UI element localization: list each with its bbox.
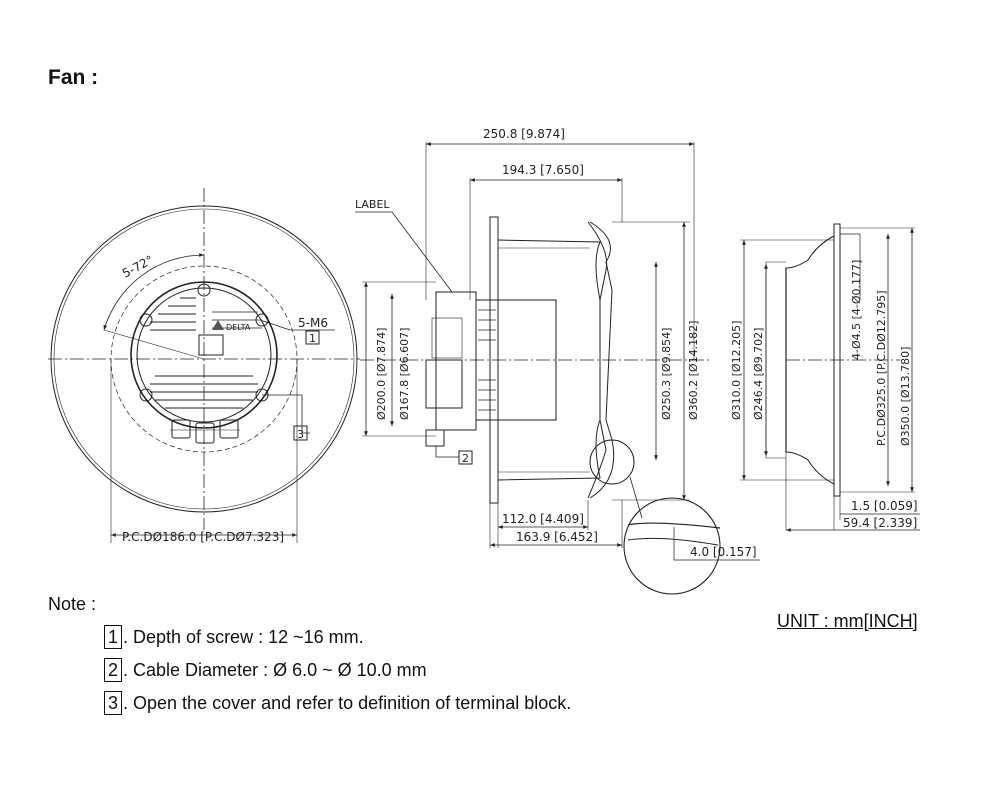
notes-label: Note :	[48, 594, 97, 614]
dim-4: 4.0 [0.157]	[690, 545, 757, 559]
callout-2: 2	[462, 452, 469, 465]
ring-view	[740, 223, 920, 532]
dim-pcd-325: P.C.DØ325.0 [P.C.DØ12.795]	[875, 290, 888, 446]
dim-59-4: 59.4 [2.339]	[843, 516, 917, 530]
note-text: . Cable Diameter : Ø 6.0 ~ Ø 10.0 mm	[123, 660, 427, 680]
note-item: 3. Open the cover and refer to definitio…	[104, 691, 571, 715]
dim-dia-200: Ø200.0 [Ø7.874]	[375, 328, 388, 420]
dim-112: 112.0 [4.409]	[502, 512, 584, 526]
front-view	[48, 188, 360, 543]
note-number: 3	[104, 691, 123, 715]
note-text: . Depth of screw : 12 ~16 mm.	[123, 627, 364, 647]
note-item: 2. Cable Diameter : Ø 6.0 ~ Ø 10.0 mm	[104, 658, 427, 682]
note-number: 1	[104, 625, 123, 649]
side-view	[355, 142, 760, 595]
callout-3: 3	[297, 428, 304, 441]
dim-dia-310: Ø310.0 [Ø12.205]	[730, 321, 743, 420]
unit-label: UNIT : mm[INCH]	[777, 611, 918, 631]
dim-dia-167: Ø167.8 [Ø6.607]	[398, 328, 411, 420]
pcd-label: P.C.DØ186.0 [P.C.DØ7.323]	[122, 530, 284, 544]
note-text: . Open the cover and refer to definition…	[123, 693, 572, 713]
dim-1-5: 1.5 [0.059]	[851, 499, 918, 513]
note-item: 1. Depth of screw : 12 ~16 mm.	[104, 625, 364, 649]
dim-dia-246: Ø246.4 [Ø9.702]	[752, 328, 765, 420]
dim-dia-350: Ø350.0 [Ø13.780]	[899, 347, 912, 446]
dim-holes: 4-Ø4.5 [4-Ø0.177]	[850, 260, 863, 360]
note-number: 2	[104, 658, 123, 682]
callout-1: 1	[309, 332, 316, 345]
angle-label: 5-72°	[120, 253, 156, 281]
dim-dia-250: Ø250.3 [Ø9.854]	[660, 328, 673, 420]
detail-zoom-circle	[623, 497, 721, 595]
dim-overall-length: 250.8 [9.874]	[483, 127, 565, 141]
front-view-logo: DELTA	[212, 320, 251, 332]
label-tag: LABEL	[355, 198, 390, 211]
dim-dia-360: Ø360.2 [Ø14.182]	[687, 321, 700, 420]
pcd-circle	[110, 265, 298, 453]
outer-ring-circle	[50, 205, 358, 513]
screw-label: 5-M6	[298, 316, 328, 330]
logo-text: DELTA	[226, 323, 251, 332]
dim-163: 163.9 [6.452]	[516, 530, 598, 544]
dim-inner-length: 194.3 [7.650]	[502, 163, 584, 177]
page-title: Fan :	[48, 66, 99, 89]
